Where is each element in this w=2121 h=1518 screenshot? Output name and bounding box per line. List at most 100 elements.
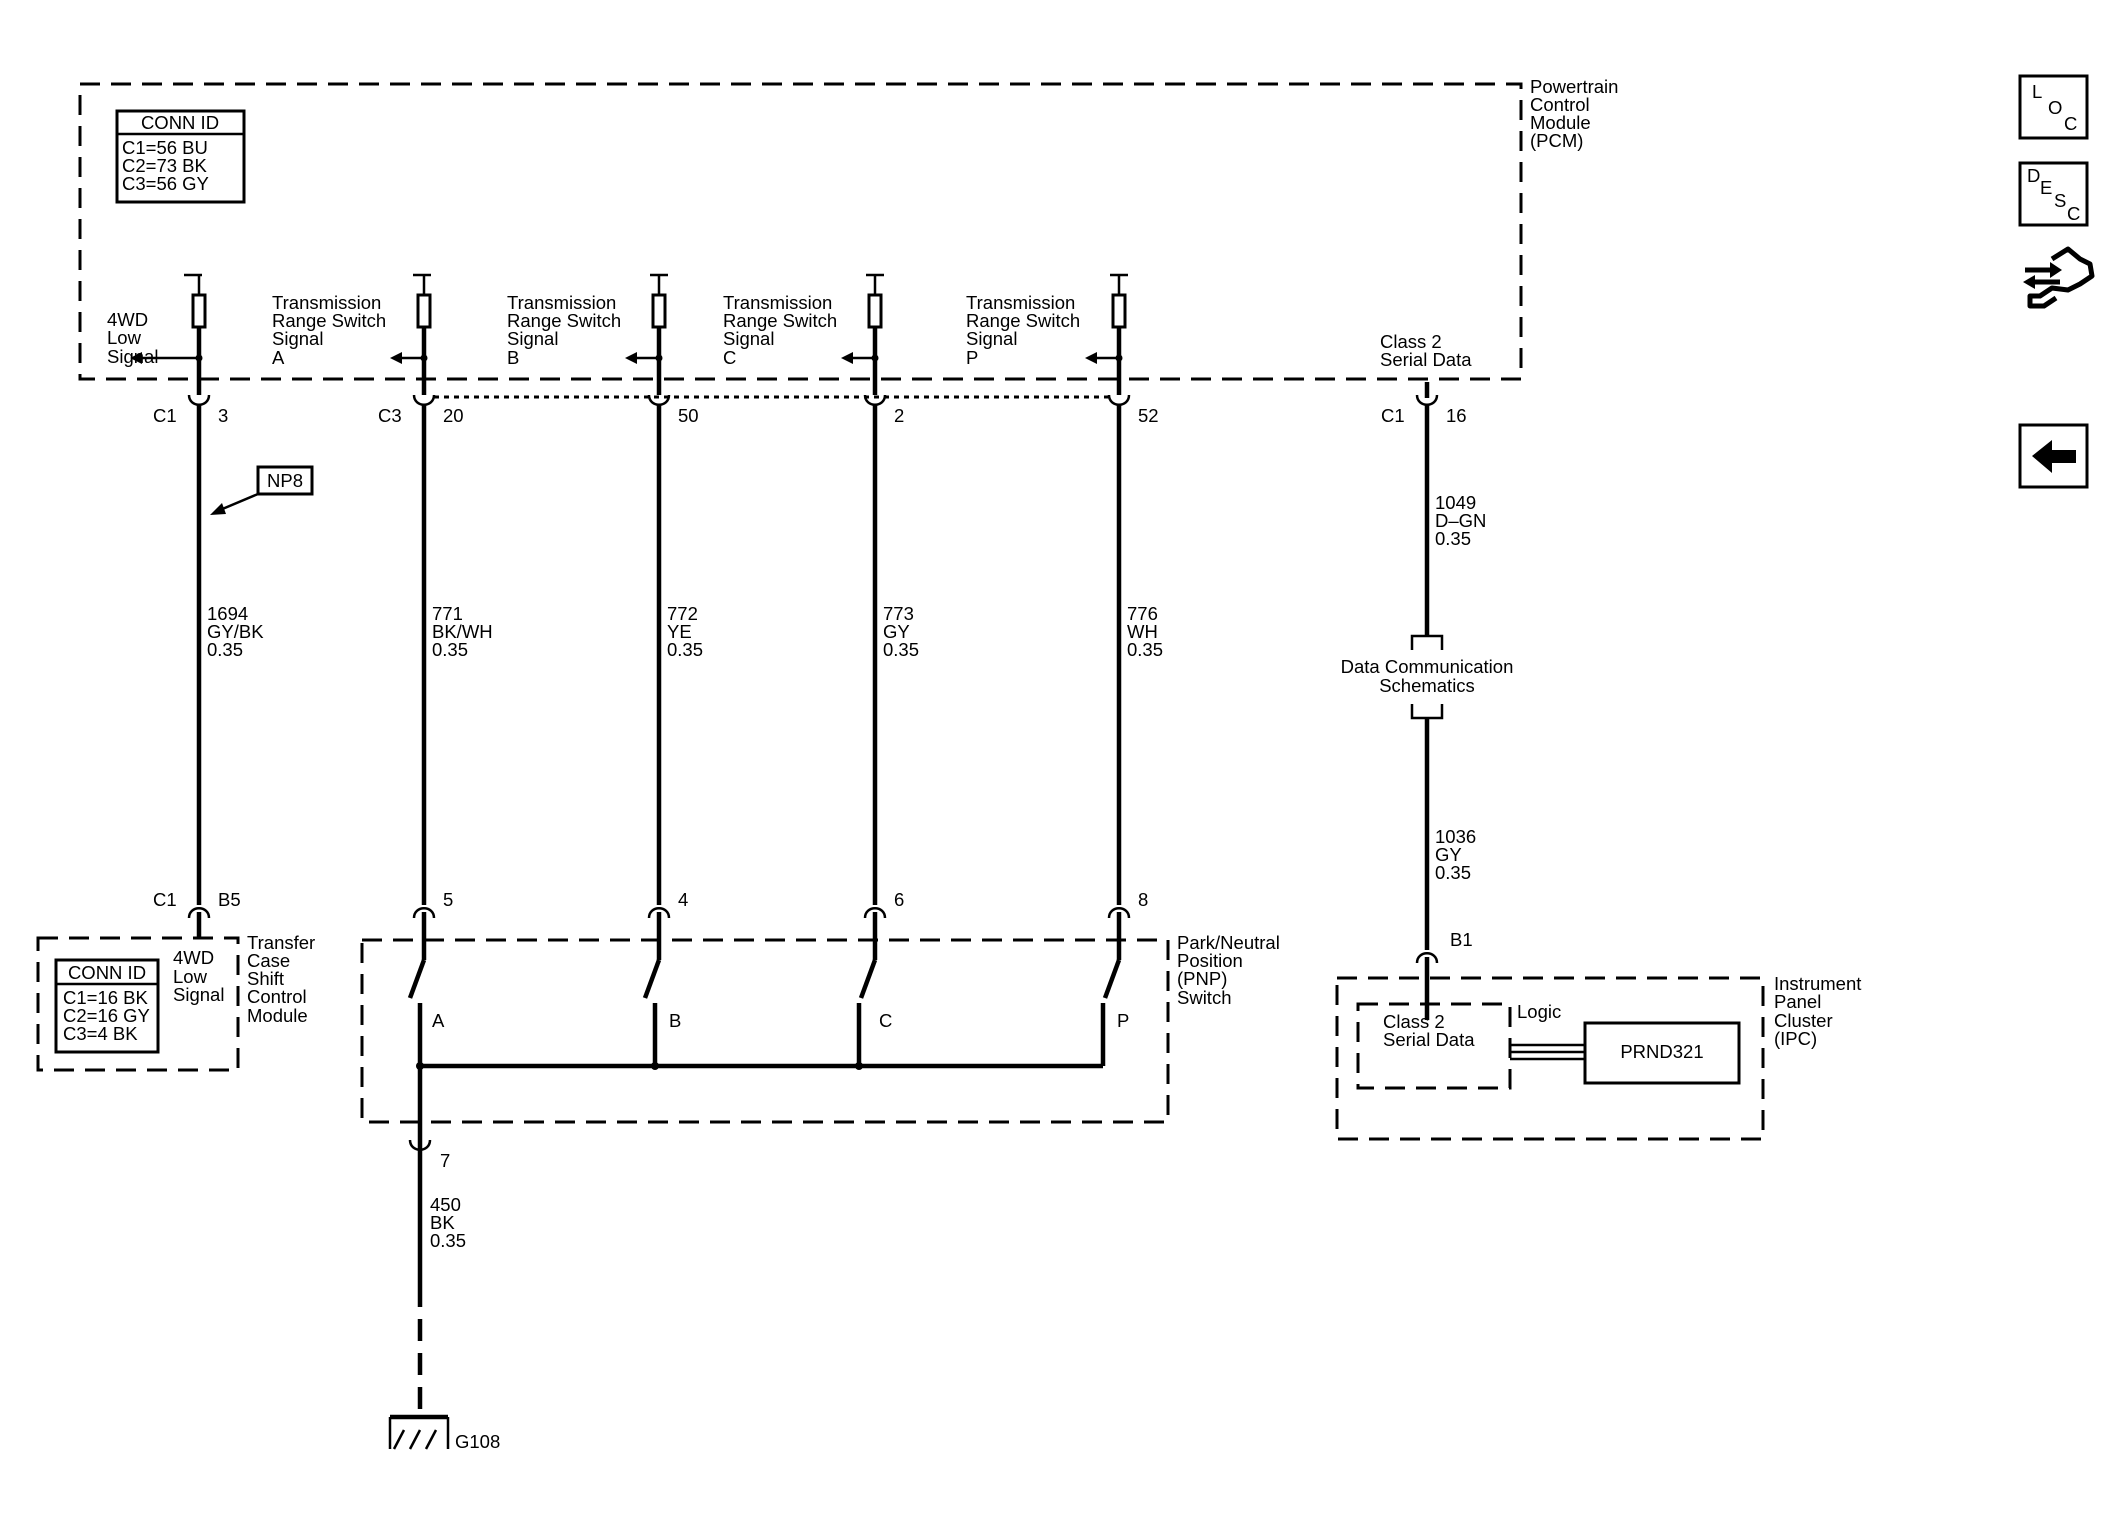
svg-text:GY: GY	[1435, 844, 1462, 865]
prnd321-display	[1583, 1021, 1741, 1085]
svg-text:8: 8	[1138, 889, 1148, 910]
connector-end-view-icon[interactable]	[2023, 246, 2095, 309]
pnp-switch-contacts	[407, 940, 1122, 1125]
svg-text:Class 2: Class 2	[1383, 1011, 1445, 1032]
svg-text:1694: 1694	[207, 603, 248, 624]
svg-text:0.35: 0.35	[883, 639, 919, 660]
svg-text:50: 50	[678, 405, 699, 426]
location-button[interactable]: L O C	[2018, 74, 2089, 140]
svg-text:771: 771	[432, 603, 463, 624]
svg-text:P: P	[1117, 1010, 1129, 1031]
svg-text:S: S	[2054, 190, 2066, 211]
svg-text:Transfer: Transfer	[247, 932, 315, 953]
svg-text:(PCM): (PCM)	[1530, 130, 1583, 151]
svg-text:772: 772	[667, 603, 698, 624]
svg-text:E: E	[2040, 177, 2052, 198]
description-button[interactable]: D E S C	[2018, 161, 2089, 227]
svg-text:C: C	[2067, 203, 2080, 224]
pcm-signal-label-c: Transmission Range Switch Signal C	[723, 292, 837, 368]
pcm-circuit-c	[841, 273, 884, 395]
svg-text:A: A	[432, 1010, 445, 1031]
svg-text:C2=16 GY: C2=16 GY	[63, 1005, 150, 1026]
wire-771: 771 BK/WH 0.35	[421, 405, 493, 905]
svg-text:Transmission: Transmission	[507, 292, 616, 313]
pcm-pin-labels: C1 3 C3 20 50 2 52 C1 16	[153, 405, 1467, 426]
svg-text:P: P	[966, 347, 978, 368]
svg-text:Shift: Shift	[247, 968, 284, 989]
pcm-circuit-4wd	[130, 273, 207, 395]
svg-text:Signal: Signal	[272, 328, 323, 349]
svg-text:C1: C1	[153, 405, 177, 426]
svg-text:Class 2: Class 2	[1380, 331, 1442, 352]
svg-text:1036: 1036	[1435, 826, 1476, 847]
pnp-switch-boundary	[360, 938, 1170, 1124]
svg-text:C3=4 BK: C3=4 BK	[63, 1023, 138, 1044]
svg-text:(PNP): (PNP)	[1177, 968, 1227, 989]
svg-text:WH: WH	[1127, 621, 1158, 642]
svg-text:GY: GY	[883, 621, 910, 642]
svg-text:Transmission: Transmission	[723, 292, 832, 313]
svg-text:773: 773	[883, 603, 914, 624]
bottom-pin-labels: C1 B5 5 4 6 8 B1	[153, 889, 1473, 950]
svg-text:450: 450	[430, 1194, 461, 1215]
svg-text:C2=73 BK: C2=73 BK	[122, 155, 208, 176]
pcm-circuit-a	[390, 273, 432, 395]
pnp-contact-labels: A B C P	[432, 1010, 1129, 1031]
pcm-signal-label-4wd: 4WD Low Signal	[107, 309, 158, 367]
svg-text:C1: C1	[153, 889, 177, 910]
svg-text:0.35: 0.35	[430, 1230, 466, 1251]
ipc-boundary	[1335, 976, 1765, 1141]
wire-1694: 1694 GY/BK 0.35	[196, 405, 264, 905]
wire-776: 776 WH 0.35	[1116, 405, 1163, 905]
back-arrow-icon	[2032, 440, 2076, 473]
back-arrow-button[interactable]	[2018, 423, 2089, 489]
svg-text:4WD: 4WD	[173, 947, 214, 968]
svg-text:Signal: Signal	[723, 328, 774, 349]
svg-text:Control: Control	[247, 986, 307, 1007]
svg-text:16: 16	[1446, 405, 1467, 426]
pcm-circuit-p	[1085, 273, 1128, 395]
tccm-label: Transfer Case Shift Control Module	[247, 932, 315, 1026]
ground-label: G108	[455, 1431, 500, 1452]
svg-text:0.35: 0.35	[432, 639, 468, 660]
svg-text:D–GN: D–GN	[1435, 510, 1486, 531]
svg-text:C1=56 BU: C1=56 BU	[122, 137, 208, 158]
pnp-switch-label: Park/Neutral Position (PNP) Switch	[1177, 932, 1280, 1008]
svg-text:0.35: 0.35	[1127, 639, 1163, 660]
svg-text:YE: YE	[667, 621, 692, 642]
svg-text:5: 5	[443, 889, 453, 910]
ipc-logic-link	[1510, 1043, 1585, 1061]
svg-text:6: 6	[894, 889, 904, 910]
svg-text:Park/Neutral: Park/Neutral	[1177, 932, 1280, 953]
svg-text:CONN ID: CONN ID	[141, 112, 219, 133]
svg-text:CONN ID: CONN ID	[68, 962, 146, 983]
svg-text:0.35: 0.35	[207, 639, 243, 660]
svg-text:Instrument: Instrument	[1774, 973, 1861, 994]
svg-text:7: 7	[440, 1150, 450, 1171]
svg-text:776: 776	[1127, 603, 1158, 624]
svg-text:Signal: Signal	[173, 984, 224, 1005]
wire-1036: 1036 GY 0.35	[1424, 718, 1476, 950]
svg-text:B1: B1	[1450, 929, 1473, 950]
ipc-logic-label: Logic	[1517, 1001, 1561, 1022]
svg-text:C: C	[2064, 113, 2077, 134]
svg-text:Switch: Switch	[1177, 987, 1232, 1008]
svg-text:Low: Low	[173, 966, 208, 987]
wire-1049: 1049 D–GN 0.35	[1424, 405, 1486, 636]
bottom-connector-terminals	[187, 907, 1439, 1020]
svg-text:3: 3	[218, 405, 228, 426]
pcm-signal-label-a: Transmission Range Switch Signal A	[272, 292, 386, 368]
svg-text:B: B	[507, 347, 519, 368]
svg-text:20: 20	[443, 405, 464, 426]
svg-text:Range Switch: Range Switch	[272, 310, 386, 331]
svg-text:Case: Case	[247, 950, 290, 971]
svg-text:D: D	[2027, 165, 2040, 186]
svg-text:C1=16 BK: C1=16 BK	[63, 987, 149, 1008]
svg-text:2: 2	[894, 405, 904, 426]
svg-text:0.35: 0.35	[1435, 528, 1471, 549]
ipc-label: Instrument Panel Cluster (IPC)	[1774, 973, 1861, 1049]
svg-text:C: C	[723, 347, 736, 368]
svg-text:Cluster: Cluster	[1774, 1010, 1833, 1031]
svg-text:1049: 1049	[1435, 492, 1476, 513]
